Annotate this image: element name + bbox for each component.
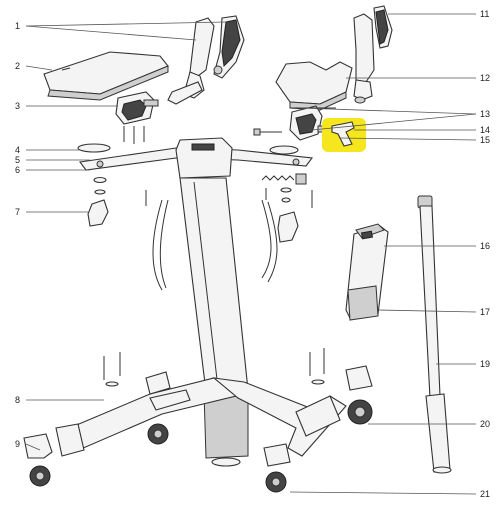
mast-column-part [179,177,249,459]
callout-8: 8 [15,395,20,405]
caster-front-left [23,433,53,487]
callout-4: 4 [15,145,20,155]
callout-17: 17 [480,307,490,317]
base-legs-part [55,377,347,457]
left-armrest-pad-part [43,51,169,101]
right-armrest-pad-part [275,61,353,111]
callout-9: 9 [15,439,20,449]
right-handle-part [353,5,393,104]
base-bolts-part [103,348,325,387]
caster-rear-left [145,371,171,445]
callout-7: 7 [15,207,20,217]
battery-part [345,223,389,321]
callout-5: 5 [15,155,20,165]
highlighted-part-15 [322,118,366,152]
base-washer-part [211,457,241,467]
left-adjuster-part [87,176,147,227]
callout-12: 12 [480,73,490,83]
leader-lines [25,13,477,495]
left-handle-part [167,15,245,105]
callout-13: 13 [480,109,490,119]
left-washer-part [77,143,111,153]
callout-11: 11 [480,9,489,19]
left-clamp-assembly-part [115,91,159,144]
callout-19: 19 [480,359,490,369]
callout-6: 6 [15,165,20,175]
callout-14: 14 [480,125,490,135]
callout-2: 2 [15,61,20,71]
caster-front-right [263,443,291,493]
callout-labels: 1 2 3 4 5 6 7 8 9 11 12 13 14 15 16 17 1… [15,9,490,499]
cables [152,199,278,291]
spring-bolt-part [253,128,313,243]
actuator-part [417,195,452,474]
top-crossbar-part [79,137,314,179]
callout-1: 1 [15,21,20,31]
callout-21: 21 [480,489,490,499]
callout-20: 20 [480,419,490,429]
right-washer-part [269,145,299,155]
caster-rear-right [345,365,373,425]
callout-3: 3 [15,101,20,111]
callout-16: 16 [480,241,490,251]
callout-15: 15 [480,135,490,145]
